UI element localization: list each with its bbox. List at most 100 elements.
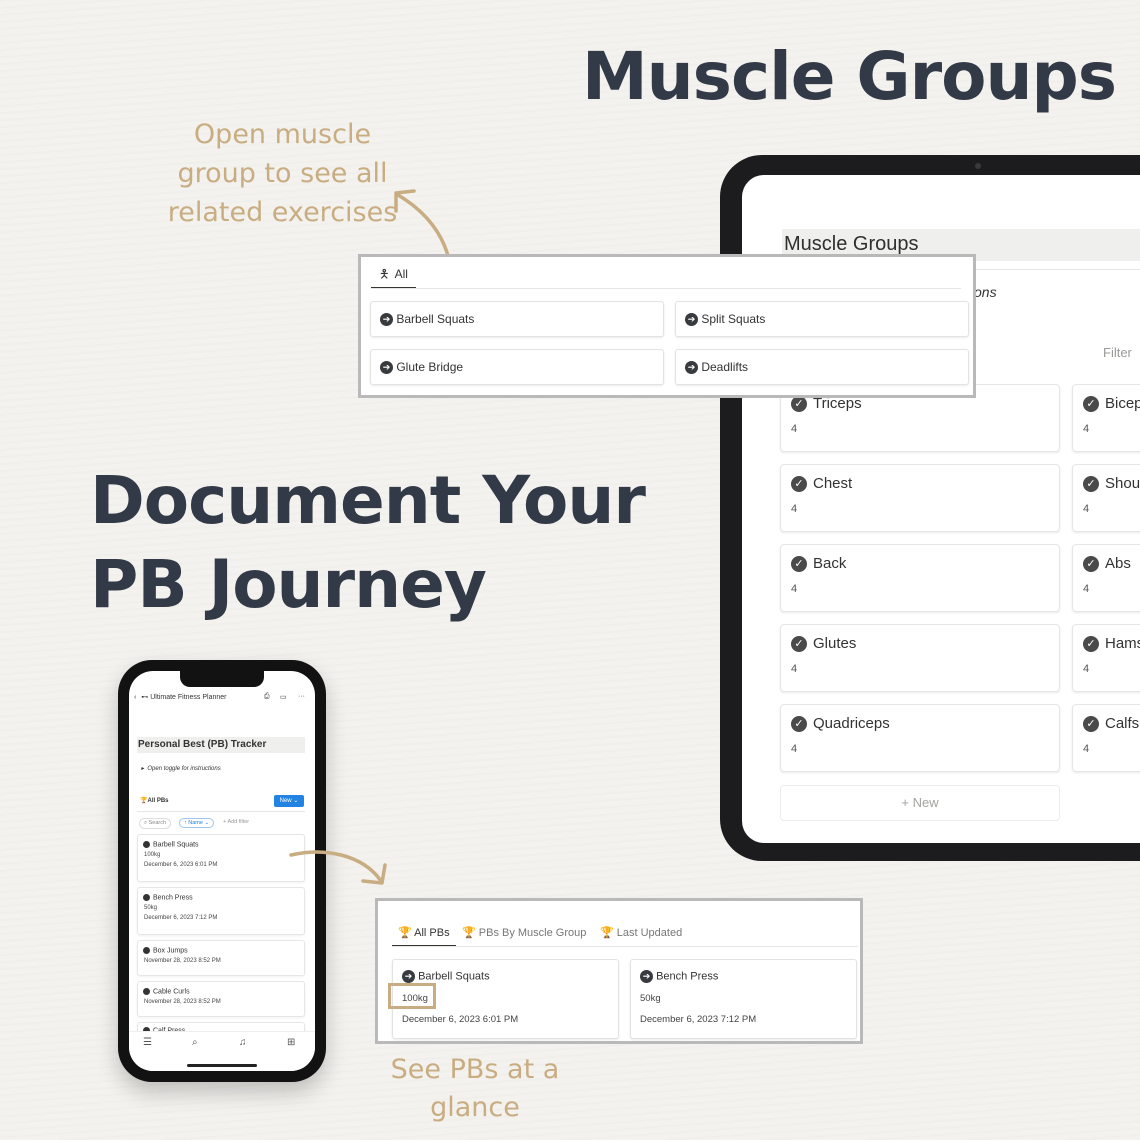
pb-weight: 100kg xyxy=(402,993,428,1004)
tab-divider xyxy=(371,288,961,289)
pb-name: Bench Press xyxy=(656,970,719,983)
tab-all-pbs[interactable]: 🏆 All PBs xyxy=(392,921,456,947)
phone-device: ‹ ⊷ Ultimate Fitness Planner ⎙ ▭ ··· Per… xyxy=(118,660,326,1082)
pb-panel: 🏆 All PBs 🏆 PBs By Muscle Group 🏆 Last U… xyxy=(375,898,863,1044)
phone-page-title: Personal Best (PB) Tracker xyxy=(138,739,267,750)
check-circle-icon: ✓ xyxy=(1083,716,1099,733)
group-name: Calfs xyxy=(1105,715,1140,732)
exercise-count: 4 xyxy=(1083,663,1090,675)
note-line: See PBs at a xyxy=(390,1054,560,1085)
muscle-group-card[interactable]: ✓Hamstrings 4 xyxy=(1072,624,1140,692)
new-button[interactable]: New ⌄ xyxy=(274,795,304,807)
exercise-name: Barbell Squats xyxy=(396,312,475,326)
check-circle-icon: ✓ xyxy=(1083,556,1099,573)
check-circle-icon: ✓ xyxy=(791,396,807,413)
arrow-circle-icon xyxy=(143,894,150,901)
pb-date: November 28, 2023 8:52 PM xyxy=(144,958,221,965)
document-heading-line1: Document Your xyxy=(90,462,646,539)
muscle-group-card[interactable]: ✓ Shoulders 4 xyxy=(1072,464,1140,532)
list-icon[interactable]: ☰ xyxy=(143,1037,152,1048)
check-circle-icon: ✓ xyxy=(791,556,807,573)
more-icon[interactable]: ··· xyxy=(298,693,305,700)
bell-icon[interactable]: ♫ xyxy=(239,1037,247,1048)
muscle-group-card[interactable]: ✓Calfs 4 xyxy=(1072,704,1140,772)
note-line: Open muscle xyxy=(193,119,372,150)
exercise-card[interactable]: ➔ Glute Bridge xyxy=(370,349,664,385)
sort-chip[interactable]: ↑ Name ⌄ xyxy=(179,818,215,828)
new-label: New xyxy=(279,798,292,804)
group-name: Glutes xyxy=(813,635,857,652)
exercise-count: 4 xyxy=(791,583,798,595)
tablet-partial-text: ons xyxy=(974,284,997,300)
pb-card[interactable]: ➔ Barbell Squats 100kg December 6, 2023 … xyxy=(392,959,619,1039)
muscle-group-card[interactable]: ✓Biceps 4 xyxy=(1072,384,1140,452)
exercise-card[interactable]: ➔ Deadlifts xyxy=(675,349,969,385)
arrow-icon xyxy=(289,850,387,885)
group-name: Chest xyxy=(813,475,853,492)
pb-date: December 6, 2023 6:01 PM xyxy=(144,862,218,869)
search-field[interactable]: ⌕ Search xyxy=(139,818,172,829)
search-icon: ⌕ xyxy=(144,820,148,826)
dumbbell-icon: ⊷ xyxy=(141,694,149,701)
back-icon[interactable]: ‹ xyxy=(134,694,137,701)
exercise-card[interactable]: ➔ Barbell Squats xyxy=(370,301,664,337)
check-circle-icon: ✓ xyxy=(1083,476,1099,493)
pb-card[interactable]: Cable Curls November 28, 2023 8:52 PM xyxy=(137,981,305,1017)
pb-card[interactable]: ➔ Bench Press 50kg December 6, 2023 7:12… xyxy=(630,959,857,1039)
plus-icon: + xyxy=(901,795,913,810)
check-circle-icon: ✓ xyxy=(1083,636,1099,653)
search-icon[interactable]: ⌕ xyxy=(192,1037,198,1048)
view-tab[interactable]: 🏆All PBs xyxy=(140,797,169,804)
instructions-toggle[interactable]: ▸ Open toggle for instructions xyxy=(141,765,221,772)
pb-card[interactable]: Barbell Squats 100kg December 6, 2023 6:… xyxy=(137,834,305,882)
exercise-name: Glute Bridge xyxy=(396,360,464,374)
check-circle-icon: ✓ xyxy=(1083,396,1099,413)
pb-name: Bench Press xyxy=(153,894,193,902)
muscle-group-card[interactable]: ✓Glutes 4 xyxy=(780,624,1060,692)
tab-all[interactable]: 🯅All xyxy=(371,261,416,289)
muscle-group-card[interactable]: ✓Chest 4 xyxy=(780,464,1060,532)
phone-title-bg xyxy=(137,737,305,753)
note-line: group to see all xyxy=(177,158,388,189)
arrow-circle-icon xyxy=(143,947,150,954)
exercise-count: 4 xyxy=(1083,503,1090,515)
check-circle-icon: ✓ xyxy=(791,716,807,733)
exercise-name: Deadlifts xyxy=(701,360,749,374)
phone-notch xyxy=(180,671,264,687)
open-muscle-group-note: Open muscle group to see all related exe… xyxy=(150,115,415,232)
pb-card[interactable]: Bench Press 50kg December 6, 2023 7:12 P… xyxy=(137,887,305,935)
exercise-card[interactable]: ➔ Split Squats xyxy=(675,301,969,337)
filter-button[interactable]: Filter xyxy=(1103,345,1132,360)
tab-pbs-by-muscle-group[interactable]: 🏆 PBs By Muscle Group xyxy=(462,921,586,945)
group-name: Shoulders xyxy=(1105,475,1140,492)
pb-card[interactable]: Box Jumps November 28, 2023 8:52 PM xyxy=(137,940,305,976)
compose-icon[interactable]: ⊞ xyxy=(287,1037,296,1048)
home-indicator xyxy=(187,1064,257,1067)
tablet-page-title-text: Muscle Groups xyxy=(784,233,919,255)
pb-name: Calf Press xyxy=(153,1027,185,1034)
tab-label: All PBs xyxy=(414,927,450,939)
arrow-circle-icon: ➔ xyxy=(685,313,698,327)
share-icon[interactable]: ⎙ xyxy=(264,693,270,700)
group-name: Quadriceps xyxy=(813,715,890,732)
arrow-circle-icon: ➔ xyxy=(640,970,653,983)
comment-icon[interactable]: ▭ xyxy=(280,694,287,701)
search-label: Search xyxy=(148,820,167,826)
note-line: related exercises xyxy=(167,197,398,228)
pb-weight: 50kg xyxy=(144,905,158,912)
pb-name: Cable Curls xyxy=(153,988,190,996)
breadcrumb[interactable]: Ultimate Fitness Planner xyxy=(150,694,227,701)
exercise-name: Split Squats xyxy=(701,312,766,326)
new-group-button[interactable]: + New xyxy=(780,785,1060,821)
tab-label: All xyxy=(394,267,408,281)
add-filter-button[interactable]: + Add filter xyxy=(223,819,250,825)
see-pbs-note: See PBs at a glance xyxy=(370,1051,580,1127)
pb-weight: 50kg xyxy=(640,993,661,1004)
muscle-group-card[interactable]: ✓ Back 4 xyxy=(780,544,1060,612)
group-name: Back xyxy=(813,555,847,572)
muscle-group-card[interactable]: ✓Abs 4 xyxy=(1072,544,1140,612)
muscle-group-card[interactable]: ✓Quadriceps 4 xyxy=(780,704,1060,772)
tab-last-updated[interactable]: 🏆 Last Updated xyxy=(600,921,682,945)
weight-highlight xyxy=(388,983,436,1009)
check-circle-icon: ✓ xyxy=(791,636,807,653)
